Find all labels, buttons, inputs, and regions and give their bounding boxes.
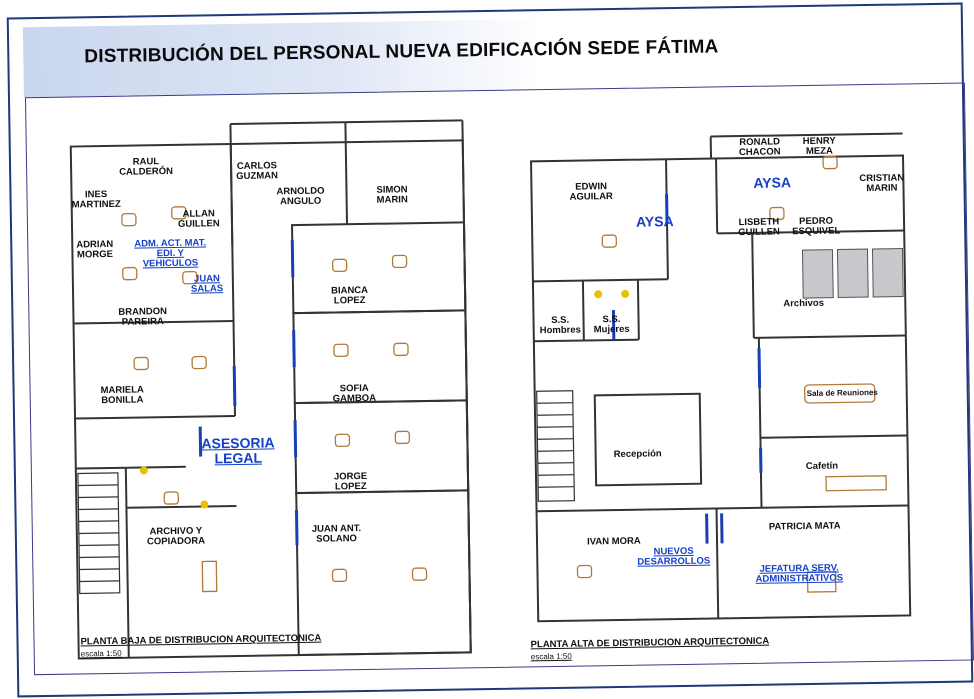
document-frame: DISTRIBUCIÓN DEL PERSONAL NUEVA EDIFICAC… bbox=[7, 3, 974, 698]
label-recepcion: Recepción bbox=[614, 449, 662, 460]
office-bianca bbox=[292, 222, 465, 313]
label-ss-mujeres: S.S.Mujeres bbox=[593, 315, 629, 336]
floor-plans-drawing bbox=[9, 5, 974, 699]
label-ivan-mora: IVAN MORA bbox=[587, 537, 641, 548]
label-ss-hombres: S.S.Hombres bbox=[539, 316, 580, 337]
ground-floor-scale: escala 1:50 bbox=[81, 649, 122, 659]
label-aysa-left: AYSA bbox=[636, 214, 674, 230]
room-recepcion bbox=[595, 394, 701, 486]
label-jefatura: JEFATURA SERV.ADMINISTRATIVOS bbox=[755, 563, 843, 584]
label-aysa-top: AYSA bbox=[753, 175, 791, 191]
upper-floor-scale: escala 1:50 bbox=[531, 652, 572, 662]
office-juan-ant bbox=[296, 490, 471, 655]
office-sofia bbox=[293, 310, 466, 403]
label-patricia-mata: PATRICIA MATA bbox=[769, 522, 841, 533]
label-sala-reuniones: Sala de Reuniones bbox=[807, 388, 878, 399]
label-juan-ant-solano: JUAN ANT.SOLANO bbox=[312, 524, 362, 545]
label-cafetin: Cafetín bbox=[806, 462, 838, 473]
office-jorge bbox=[295, 400, 468, 493]
label-archivos: Archivos bbox=[783, 299, 824, 310]
